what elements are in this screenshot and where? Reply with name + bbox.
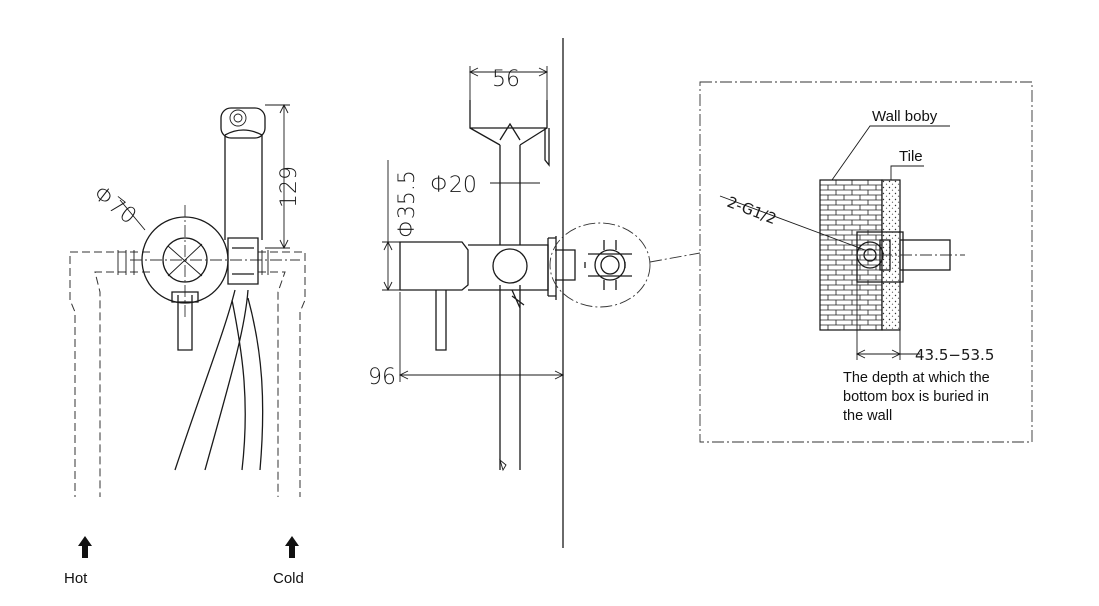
hot-inlet-arrow bbox=[78, 536, 92, 558]
note-line-2: bottom box is buried in bbox=[843, 389, 989, 405]
top-holder bbox=[469, 100, 548, 245]
dim-diameter-20: Φ20 bbox=[430, 173, 477, 198]
depth-range-label: 43.5−53.5 bbox=[915, 346, 994, 364]
side-view: 56 Φ20 Φ35.5 96 bbox=[368, 38, 701, 548]
spray-holder bbox=[227, 237, 259, 285]
hot-label: Hot bbox=[64, 570, 88, 587]
front-view: Φ70 129 Hot Cold bbox=[64, 103, 306, 587]
detail-callout bbox=[549, 222, 651, 308]
dim-width-56: 56 bbox=[492, 67, 520, 92]
spray-nozzle bbox=[229, 109, 247, 127]
hot-pipe-outline bbox=[69, 251, 150, 497]
wall-body-label: Wall boby bbox=[872, 108, 938, 125]
dim-depth-96: 96 bbox=[368, 365, 396, 390]
note-line-1: The depth at which the bbox=[843, 370, 990, 386]
detail-view: Wall boby Tile 2-G1/2 43.5−53.5 The dept… bbox=[699, 81, 1033, 443]
dim-diameter-35-5: Φ35.5 bbox=[395, 170, 420, 238]
cold-inlet-arrow bbox=[285, 536, 299, 558]
dim-height-129: 129 bbox=[277, 166, 302, 208]
tile-label: Tile bbox=[899, 148, 923, 165]
note-line-3: the wall bbox=[843, 408, 892, 424]
hand-spray bbox=[224, 129, 263, 240]
cold-pipe-outline bbox=[258, 251, 306, 497]
hose bbox=[174, 289, 264, 471]
thread-label: 2-G1/2 bbox=[725, 193, 779, 228]
cold-label: Cold bbox=[273, 570, 304, 587]
detail-frame bbox=[699, 81, 1033, 443]
lever-handle bbox=[171, 291, 199, 351]
dim-diameter-70: Φ70 bbox=[88, 181, 140, 230]
valve-body-side bbox=[399, 241, 549, 291]
side-lever bbox=[435, 290, 447, 351]
